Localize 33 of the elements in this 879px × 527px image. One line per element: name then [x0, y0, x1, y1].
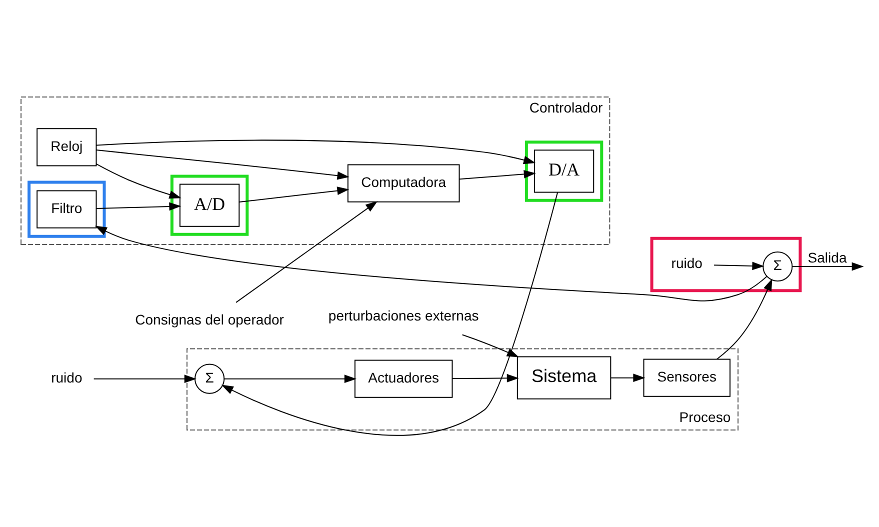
node-box: D/A — [534, 150, 594, 193]
arrow — [460, 170, 536, 180]
node-box: Sistema — [516, 356, 612, 400]
node-box: Computadora — [347, 164, 460, 202]
arrow — [236, 201, 378, 303]
arrow — [96, 140, 536, 164]
node-box: Reloj — [36, 128, 97, 166]
node-text: ruido — [51, 370, 82, 386]
node-circle: Σ — [762, 251, 793, 282]
arrow — [94, 226, 768, 302]
arrow — [452, 374, 519, 382]
node-circle: Σ — [194, 364, 225, 394]
edge-label: Salida — [808, 250, 847, 266]
arrow — [714, 262, 764, 270]
arrow — [462, 334, 519, 358]
node-text: perturbaciones externas — [328, 307, 479, 324]
arrow — [94, 374, 196, 384]
node-box: Filtro — [36, 190, 97, 228]
arrow — [716, 278, 772, 360]
arrow — [610, 374, 646, 382]
arrow — [792, 262, 864, 271]
node-text: Consignas del operador — [135, 311, 284, 328]
arrow — [224, 374, 356, 384]
cluster — [28, 180, 106, 238]
node-box: Sensores — [643, 358, 731, 397]
arrow — [221, 192, 558, 436]
node-box: Actuadores — [354, 360, 453, 398]
node-box: A/D — [179, 184, 240, 227]
arrow — [96, 150, 350, 180]
arrow — [96, 164, 182, 199]
arrow — [96, 202, 182, 211]
arrow — [239, 186, 350, 203]
node-text: ruido — [671, 255, 702, 272]
